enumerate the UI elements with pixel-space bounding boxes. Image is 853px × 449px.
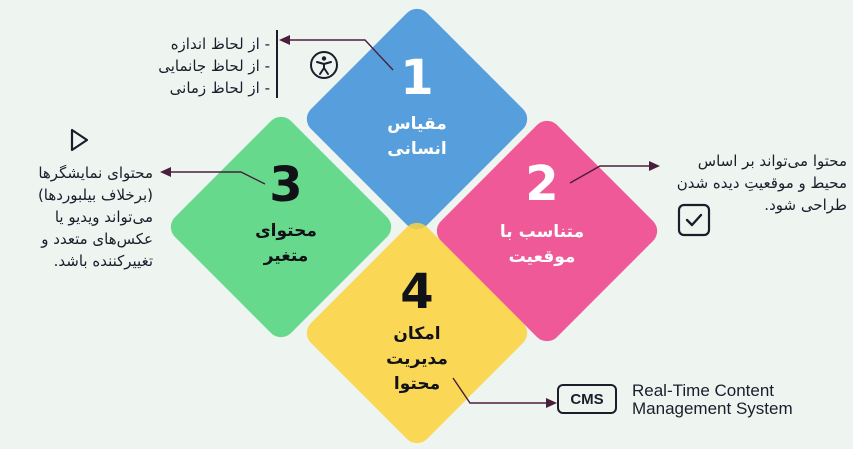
dynamic-line-4: عکس‌های متعدد و [41,230,153,248]
quadrant-3-title-line1: محتوای [255,221,317,241]
dynamic-content-notes: محتوای نمایشگرها (برخلاف بیلبوردها) می‌ت… [38,162,153,272]
context-line-3: طراحی شود. [764,196,847,214]
note-placement: - از لحاظ جانمایی [158,57,270,75]
quadrant-4-title-line3: محتوا [393,374,441,394]
note-time: - از لحاظ زمانی [169,79,270,97]
cms-description: Real-Time Content Management System [632,382,793,418]
quadrant-1: 1 مقیاس انسانی [367,54,467,162]
human-scale-notes: - از لحاظ اندازه - از لحاظ جانمایی - از … [158,33,270,99]
context-notes: محتوا می‌تواند بر اساس محیط و موقعیتِ دی… [677,150,847,216]
quadrant-1-title-line1: مقیاس [387,114,447,134]
accessibility-icon [310,51,338,79]
context-line-2: محیط و موقعیتِ دیده شدن [676,174,847,192]
quadrant-2: 2 متناسب با موقعیت [482,160,602,270]
dynamic-line-3: می‌تواند ویدیو یا [54,208,153,226]
quadrant-3: 3 محتوای متغیر [236,161,336,269]
quadrant-1-title-line2: انسانی [387,139,447,159]
quadrant-3-title-line2: متغیر [263,246,309,266]
quadrant-1-number: 1 [400,50,434,106]
dynamic-line-2: (برخلاف بیلبوردها) [37,186,153,204]
note-size: - از لحاظ اندازه [170,35,270,53]
play-icon [70,128,89,152]
cms-icon: CMS [557,384,617,414]
connector-lines [160,30,660,408]
quadrant-3-number: 3 [269,157,303,213]
quadrant-4: 4 امکان مدیریت محتوا [367,268,467,397]
context-line-1: محتوا می‌تواند بر اساس [697,152,847,170]
dynamic-line-1: محتوای نمایشگرها [38,164,153,182]
quadrant-4-title-line1: امکان [393,324,441,344]
quadrant-2-title-line1: متناسب با [499,222,585,242]
cms-badge-label: CMS [570,390,604,408]
cms-line-2: Management System [632,399,793,418]
cms-line-1: Real-Time Content [632,381,775,400]
quadrant-4-title-line2: مدیریت [386,349,448,369]
dynamic-line-5: تغییرکننده باشد. [53,252,153,270]
quadrant-2-number: 2 [525,156,559,212]
quadrant-4-number: 4 [400,264,434,320]
checkbox-icon [677,203,711,237]
quadrant-2-title-line2: موقعیت [508,247,576,267]
